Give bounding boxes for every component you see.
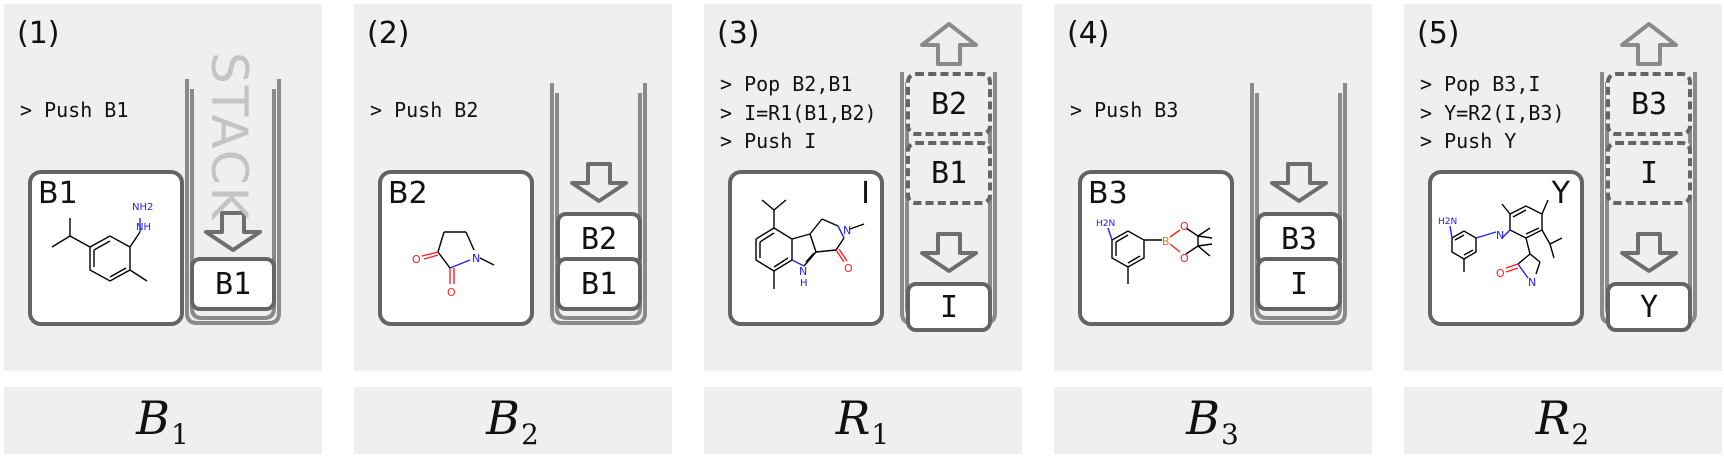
stack-cell: I [906, 282, 992, 332]
pop-arrow-icon [1620, 22, 1678, 66]
push-arrow-icon [1270, 162, 1328, 203]
step-number: (2) [367, 16, 410, 51]
molecule-label: B2 [388, 176, 428, 211]
molecule-label: B1 [38, 176, 78, 211]
molecule-label: B3 [1088, 176, 1128, 211]
atom-label: NH2 [132, 202, 153, 213]
stack-container [550, 83, 647, 325]
command-log: > Push B3 [1070, 98, 1179, 122]
atom-label: O [1180, 220, 1189, 233]
molecule-structure: N N H O [755, 199, 865, 289]
operation-label: B3 [1186, 390, 1240, 451]
atom-label: N [472, 252, 480, 265]
molecule-label: Y [1551, 176, 1570, 211]
atom-label: O [412, 253, 421, 266]
step-panel-3: (3) > Pop B2,B1 > I=R1(B1,B2) > Push I I [704, 4, 1022, 371]
step-panel-4: (4) > Push B3 B3 [1054, 4, 1372, 371]
stack-cell: I [1256, 257, 1342, 311]
stack-cell-popped: B2 [906, 72, 992, 136]
operation-label-box: R2 [1404, 387, 1722, 454]
atom-label: H2N [1096, 219, 1115, 229]
atom-label: H [800, 278, 808, 289]
molecule-structure: NH NH2 [51, 202, 153, 282]
step-number: (3) [717, 16, 760, 51]
operation-label: R2 [1535, 390, 1591, 451]
molecule-structure: H2N N N O [1438, 199, 1563, 289]
operation-label-box: B3 [1054, 387, 1372, 454]
molecule-card: B2 O O N [378, 170, 534, 326]
stack-cell: B1 [556, 257, 642, 311]
push-arrow-icon [1620, 232, 1678, 273]
pop-arrow-icon [920, 22, 978, 66]
operation-label: B1 [136, 390, 190, 451]
atom-label: N [799, 265, 807, 278]
stack-cell: Y [1606, 282, 1692, 332]
atom-label: N [1496, 229, 1504, 242]
molecule-label: I [861, 176, 870, 211]
stack-cell: B1 [190, 257, 276, 311]
step-panel-5: (5) > Pop B3,I > Y=R2(I,B3) > Push Y Y [1404, 4, 1722, 371]
stack-cell-popped: I [1606, 141, 1692, 205]
step-panel-2: (2) > Push B2 B2 O O N [354, 4, 672, 371]
molecule-structure: H2N B O O [1096, 219, 1213, 284]
operation-label-box: R1 [704, 387, 1022, 454]
step-number: (5) [1417, 16, 1460, 51]
stack-cell-popped: B3 [1606, 72, 1692, 136]
stack-container [185, 79, 281, 325]
push-arrow-icon [920, 232, 978, 273]
operation-label: R1 [835, 390, 891, 451]
stack-title: STACK [200, 52, 258, 222]
atom-label: O [844, 262, 853, 275]
atom-label: H2N [1438, 217, 1457, 227]
command-log: > Push B1 [20, 98, 129, 122]
molecule-card: B3 H2N B [1078, 170, 1234, 326]
step-number: (4) [1067, 16, 1110, 51]
molecule-card: Y [1428, 170, 1584, 326]
operation-label-box: B1 [4, 387, 322, 454]
atom-label: O [1496, 267, 1505, 280]
step-number: (1) [17, 16, 60, 51]
atom-label: N [1528, 276, 1536, 289]
molecule-card: B1 NH NH2 [28, 170, 184, 326]
step-panel-1: (1) > Push B1 B1 NH NH2 STACK B1 [4, 4, 322, 371]
molecule-structure: O O N [412, 231, 495, 299]
command-log: > Pop B2,B1 > I=R1(B1,B2) > Push I [720, 72, 877, 153]
atom-label: B [1162, 235, 1170, 248]
operation-label: B2 [486, 390, 540, 451]
push-arrow-icon [204, 211, 262, 252]
push-arrow-icon [570, 162, 628, 203]
atom-label: N [843, 224, 851, 237]
command-log: > Pop B3,I > Y=R2(I,B3) > Push Y [1420, 72, 1565, 153]
stack-cell-popped: B1 [906, 141, 992, 205]
atom-label: NH [136, 222, 151, 233]
operation-label-box: B2 [354, 387, 672, 454]
molecule-card: I [728, 170, 884, 326]
command-log: > Push B2 [370, 98, 479, 122]
atom-label: O [1180, 252, 1189, 265]
stack-container [1250, 83, 1347, 325]
atom-label: O [447, 286, 456, 299]
